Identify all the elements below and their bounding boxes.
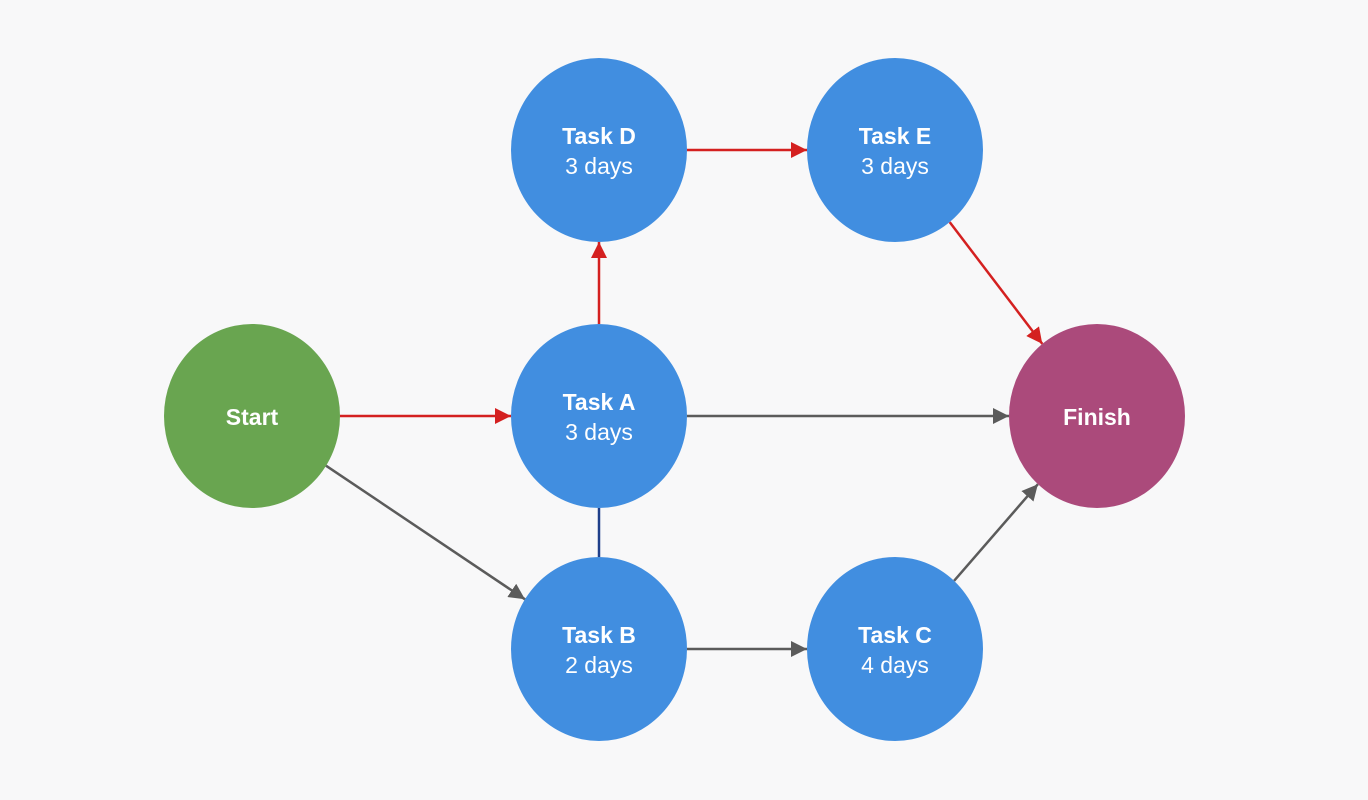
node-finish-title: Finish <box>1063 404 1131 430</box>
edge-task-c-to-finish <box>953 483 1039 582</box>
node-task-c-title: Task C <box>858 622 932 648</box>
node-task-a-title: Task A <box>563 389 636 415</box>
node-finish[interactable]: Finish <box>1009 324 1185 508</box>
node-task-b-duration: 2 days <box>565 652 633 678</box>
node-task-c-shape <box>807 557 983 741</box>
node-task-b[interactable]: Task B 2 days <box>511 557 687 741</box>
node-task-c[interactable]: Task C 4 days <box>807 557 983 741</box>
node-task-b-title: Task B <box>562 622 636 648</box>
node-task-d[interactable]: Task D 3 days <box>511 58 687 242</box>
node-task-e-title: Task E <box>859 123 931 149</box>
node-task-a-shape <box>511 324 687 508</box>
node-task-e-shape <box>807 58 983 242</box>
node-task-d-title: Task D <box>562 123 636 149</box>
node-start-shape <box>164 324 340 508</box>
node-start-title: Start <box>226 404 279 430</box>
nodes-layer: Start Task A 3 days Task B 2 days Task C… <box>164 58 1185 741</box>
node-task-a[interactable]: Task A 3 days <box>511 324 687 508</box>
node-task-a-duration: 3 days <box>565 419 633 445</box>
node-task-d-duration: 3 days <box>565 153 633 179</box>
node-start[interactable]: Start <box>164 324 340 508</box>
node-task-c-duration: 4 days <box>861 652 929 678</box>
node-finish-shape <box>1009 324 1185 508</box>
edges-layer <box>325 142 1044 657</box>
node-task-b-shape <box>511 557 687 741</box>
edge-start-to-task-b <box>325 464 526 601</box>
node-task-e[interactable]: Task E 3 days <box>807 58 983 242</box>
node-task-d-shape <box>511 58 687 242</box>
node-task-e-duration: 3 days <box>861 153 929 179</box>
edge-task-e-to-finish <box>948 221 1044 345</box>
